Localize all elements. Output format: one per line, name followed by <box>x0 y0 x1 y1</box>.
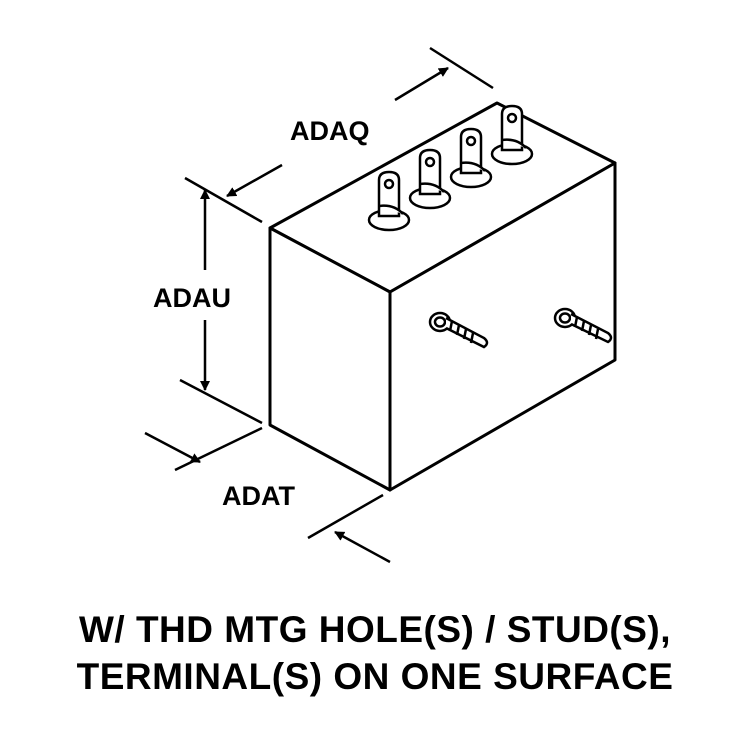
caption-line-1: W/ THD MTG HOLE(S) / STUD(S), <box>78 609 672 650</box>
dimension-arrow <box>334 530 391 564</box>
extension-line <box>179 378 263 425</box>
extension-line <box>429 46 494 90</box>
box-body <box>268 101 617 492</box>
dimension-arrow <box>144 431 201 464</box>
dimension-label-adaq: ADAQ <box>290 116 370 146</box>
dimension-adat <box>144 426 391 564</box>
stud-1 <box>428 311 489 349</box>
dimension-adau <box>179 189 263 425</box>
dimension-arrow <box>226 163 283 198</box>
terminal-1 <box>367 170 411 232</box>
dimension-arrow <box>394 66 449 102</box>
caption-line-2: TERMINAL(S) ON ONE SURFACE <box>76 656 674 697</box>
extension-line <box>184 176 263 224</box>
extension-line <box>307 493 384 540</box>
terminal-4 <box>490 104 534 166</box>
terminals <box>367 104 534 232</box>
dimension-adaq <box>184 46 494 224</box>
mounting-studs <box>428 307 613 349</box>
dimension-label-adau: ADAU <box>153 283 231 313</box>
dimension-label-adat: ADAT <box>222 481 295 511</box>
extension-line <box>174 426 263 472</box>
stud-2 <box>553 307 613 344</box>
terminal-2 <box>408 148 452 210</box>
terminal-3 <box>449 127 493 189</box>
box-side-face <box>388 161 617 492</box>
